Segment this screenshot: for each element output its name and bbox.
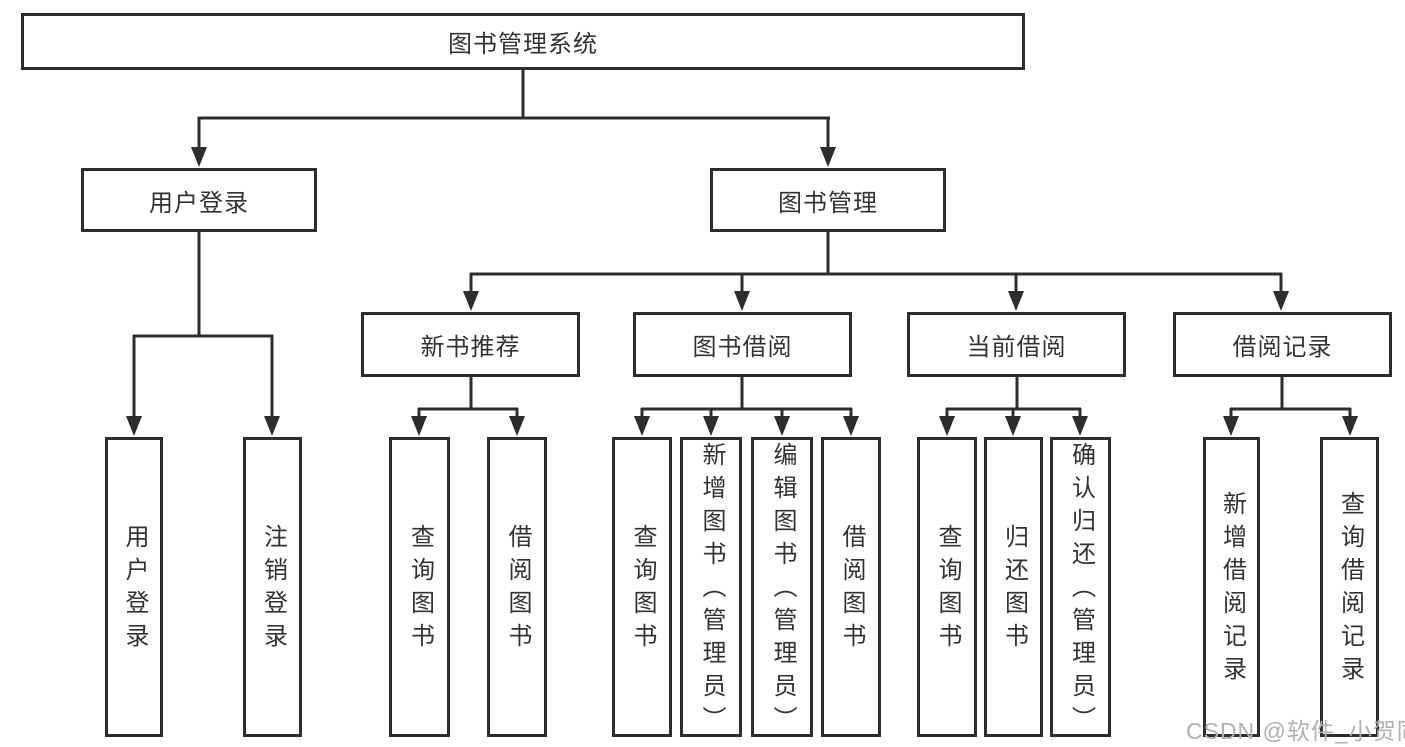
node-user-login: 用户登录 <box>81 168 317 232</box>
node-book-management: 图书管理 <box>710 168 946 232</box>
leaf-nbr-query-books: 查询图书 <box>389 437 450 737</box>
leaf-cb-confirm-return-admin: 确认归还（管理员） <box>1050 437 1111 739</box>
watermark: CSDN @软件_小贺同学 <box>1186 718 1405 744</box>
leaf-logout: 注销登录 <box>243 437 302 737</box>
leaf-bb-add-books-admin: 新增图书（管理员） <box>680 437 742 739</box>
leaf-cb-query-books: 查询图书 <box>917 437 977 737</box>
node-book-borrow: 图书借阅 <box>633 312 852 377</box>
leaf-bb-edit-books-admin: 编辑图书（管理员） <box>751 437 813 739</box>
node-root: 图书管理系统 <box>21 13 1025 70</box>
leaf-br-add-record: 新增借阅记录 <box>1203 437 1260 737</box>
leaf-bb-query-books: 查询图书 <box>612 437 672 737</box>
node-borrow-records: 借阅记录 <box>1173 312 1392 377</box>
leaf-br-query-record: 查询借阅记录 <box>1320 437 1379 737</box>
arrowheads <box>126 147 1358 436</box>
leaf-nbr-borrow-books: 借阅图书 <box>487 437 547 737</box>
leaf-cb-return-books: 归还图书 <box>984 437 1043 737</box>
node-new-book-recommend: 新书推荐 <box>361 312 580 377</box>
leaf-bb-borrow-books: 借阅图书 <box>821 437 881 737</box>
leaf-user-login: 用户登录 <box>105 437 163 737</box>
node-current-borrow: 当前借阅 <box>907 312 1126 377</box>
